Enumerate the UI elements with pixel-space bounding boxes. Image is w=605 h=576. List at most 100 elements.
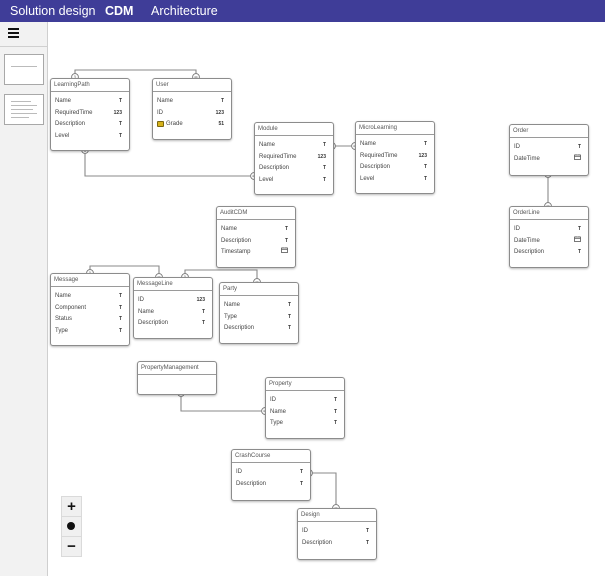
attribute-type: 123 — [317, 153, 326, 160]
attribute-name: DateTime — [514, 237, 540, 244]
attribute-row[interactable]: DateTime — [510, 153, 588, 166]
attribute-name: Name — [55, 293, 72, 299]
relation-line-propertymanagement-property[interactable] — [180, 393, 265, 412]
entity-title: OrderLine — [510, 207, 588, 220]
tab-cdm[interactable]: CDM — [105, 4, 134, 18]
attribute-type: T — [118, 327, 122, 334]
entity-title: Order — [510, 125, 588, 138]
attribute-name: Description — [259, 165, 290, 172]
hamburger-menu-icon[interactable] — [8, 28, 20, 40]
relation-line-crashcourse-design[interactable] — [309, 472, 337, 508]
attribute-row[interactable]: Name T — [51, 291, 129, 303]
attribute-type: T — [287, 302, 291, 308]
attribute-type: T — [118, 304, 122, 311]
attribute-name: Name — [360, 141, 377, 147]
zoom-in-button[interactable]: + — [61, 496, 82, 517]
view-thumbnail-cdm[interactable] — [4, 94, 44, 125]
relationship-lines: 1∞1∞1∞1∞1∞1∞1∞1∞ — [71, 69, 552, 512]
entity-title: Message — [51, 274, 129, 287]
attribute-type: T — [577, 144, 581, 150]
attribute-row[interactable]: DateTime — [510, 235, 588, 248]
attribute-name: ID — [157, 109, 163, 116]
attribute-name: Description — [221, 237, 252, 244]
cardinality-many-label: ∞ — [194, 75, 197, 80]
view-thumbnail-blank[interactable] — [4, 54, 44, 85]
relation-line-user-learningpath[interactable] — [74, 69, 197, 77]
relation-line-learningpath-module[interactable] — [84, 150, 254, 177]
diagram-canvas[interactable]: 1∞1∞1∞1∞1∞1∞1∞1∞LearningPathNameTRequire… — [48, 22, 605, 576]
zoom-out-button[interactable]: − — [61, 536, 82, 557]
attribute-name: Name — [138, 308, 155, 315]
attribute-type: T — [322, 142, 326, 148]
attribute-type: T — [118, 98, 122, 104]
attribute-type: T — [333, 408, 337, 415]
attribute-name: Level — [259, 176, 274, 183]
entity-propertymanagement[interactable]: PropertyManagement — [137, 361, 217, 395]
attribute-name: Description — [236, 480, 267, 487]
tab-solution-design[interactable]: Solution design — [10, 4, 96, 18]
attribute-type: 51 — [218, 121, 224, 128]
attribute-row[interactable]: Timestamp — [217, 247, 295, 259]
attribute-name: ID — [302, 528, 308, 534]
entity-title: PropertyManagement — [138, 362, 216, 375]
attribute-type: T — [118, 293, 122, 299]
plus-icon: + — [67, 498, 76, 515]
attribute-name: Name — [221, 226, 238, 232]
attribute-name: Level — [360, 175, 375, 182]
tab-architecture[interactable]: Architecture — [151, 4, 218, 18]
attribute-type: T — [365, 539, 369, 546]
attribute-type: T — [287, 313, 291, 320]
zoom-reset-button[interactable] — [61, 516, 82, 537]
cardinality-one-label: 1 — [74, 75, 77, 80]
